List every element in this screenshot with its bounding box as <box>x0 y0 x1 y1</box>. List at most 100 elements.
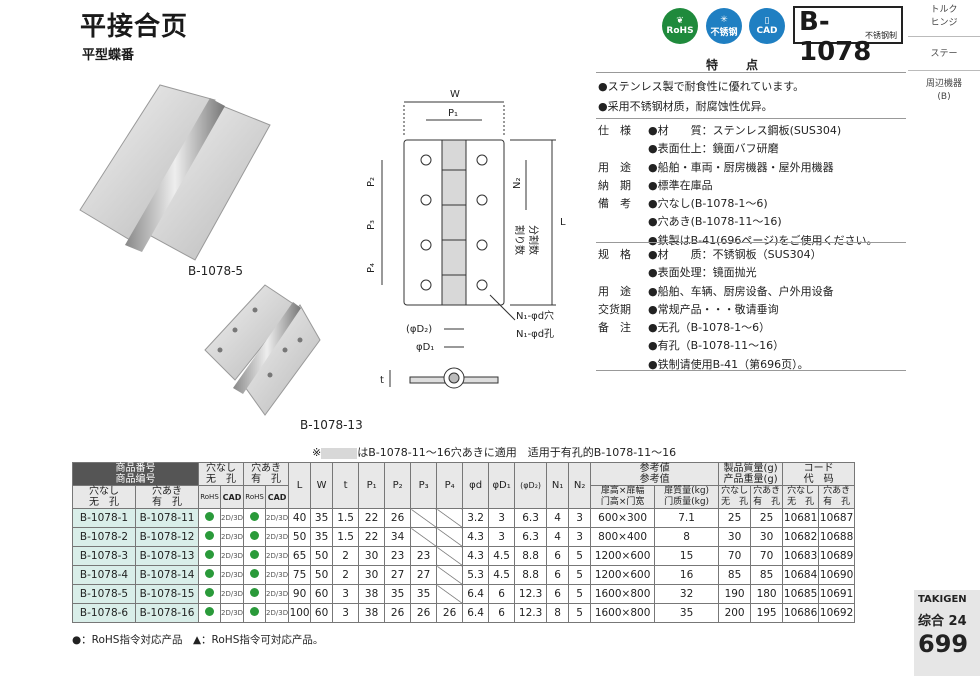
dim-p1-label: P₁ <box>448 108 458 119</box>
dim-w-label: W <box>450 89 460 100</box>
th-rohs-1: RoHS <box>198 485 221 509</box>
cad-link-cell[interactable]: 2D/3D <box>219 603 245 623</box>
hinge-photo-small <box>204 284 321 416</box>
value-cell-kg: 15 <box>654 546 720 566</box>
spec-label <box>598 264 648 282</box>
part-no-cell: B-1078-4 <box>72 565 136 585</box>
cad-link-cell[interactable]: 2D/3D <box>265 603 290 623</box>
rohs-cell <box>198 603 221 623</box>
value-cell-c2: 10690 <box>818 565 856 585</box>
note-swatch <box>321 447 358 459</box>
value-cell-m2: 70 <box>750 546 784 566</box>
spec-value: ●船舶・車両・厨房機器・屋外用機器 <box>648 160 834 174</box>
th-d: φd <box>462 462 490 509</box>
page-title: 平接合页 <box>80 12 189 42</box>
value-cell-w: 50 <box>310 546 334 566</box>
spec-label <box>598 356 648 374</box>
value-cell-p1: 38 <box>358 603 386 623</box>
rohs-cell <box>243 508 267 528</box>
rohs-dot-icon <box>250 588 260 597</box>
value-cell-n1: 8 <box>546 603 570 623</box>
rohs-dot-icon <box>205 531 214 540</box>
cad-link-cell[interactable]: 2D/3D <box>219 565 245 585</box>
cad-link-cell[interactable]: 2D/3D <box>219 584 245 604</box>
legend: ●：RoHS指令対応产品 ▲：RoHS指令可対応产品。 <box>72 634 324 646</box>
value-cell-d2: 8.8 <box>514 565 548 585</box>
value-cell-c1: 10685 <box>782 584 820 604</box>
rohs-cell <box>243 603 267 623</box>
cad-link-cell[interactable]: 2D/3D <box>265 508 290 528</box>
value-cell-d2: 12.3 <box>514 584 548 604</box>
value-cell-d: 4.3 <box>462 527 490 547</box>
side-nav-peripheral[interactable]: 周辺機器 (B) <box>925 79 962 102</box>
spec-label: 納 期 <box>598 178 631 192</box>
spec-value: ●常规产品・・・敬请垂询 <box>648 302 779 316</box>
value-cell-m1: 25 <box>718 508 752 528</box>
rohs-cell <box>198 565 221 585</box>
divider <box>596 370 906 371</box>
side-nav-stay[interactable]: ステー <box>930 49 958 59</box>
value-cell-l: 65 <box>288 546 312 566</box>
rohs-cell <box>243 565 267 585</box>
value-cell-p4 <box>436 565 464 585</box>
value-cell-p3 <box>410 508 438 528</box>
hole-cn-label: N₁-φd孔 <box>516 328 554 340</box>
value-cell-d1: 4.5 <box>488 546 516 566</box>
value-cell-p2: 26 <box>384 508 412 528</box>
value-cell-p2: 34 <box>384 527 412 547</box>
spec-label: 用 途 <box>598 284 631 298</box>
divider <box>596 242 906 243</box>
split-cn-label: 分割数 <box>527 225 540 255</box>
cad-link-cell[interactable]: 2D/3D <box>265 565 290 585</box>
product-code-box: B-1078 不锈钢制 <box>793 6 903 67</box>
cad-link-cell[interactable]: 2D/3D <box>265 546 290 566</box>
spec-row: 交货期●常规产品・・・敬请垂询 <box>598 301 834 319</box>
cad-link-cell[interactable]: 2D/3D <box>265 527 290 547</box>
value-cell-d: 6.4 <box>462 584 490 604</box>
spec-value: ●穴あき(B-1078-11〜16) <box>648 215 782 229</box>
spec-row: 备 注●无孔（B-1078-1〜6） <box>598 319 834 337</box>
value-cell-p1: 22 <box>358 508 386 528</box>
cad-link-cell[interactable]: 2D/3D <box>219 546 245 566</box>
spec-row: ●穴あき(B-1078-11〜16) <box>598 213 877 231</box>
divider <box>596 72 906 73</box>
feature-bullet: ●ステンレス製で耐食性に優れています。 <box>598 80 805 93</box>
side-divider <box>908 70 980 71</box>
value-cell-d1: 3 <box>488 527 516 547</box>
rohs-dot-icon <box>250 531 260 540</box>
cad-link-cell[interactable]: 2D/3D <box>219 508 245 528</box>
spec-row: ●铁制请使用B-41（第696页）。 <box>598 356 834 374</box>
value-cell-p2: 26 <box>384 603 412 623</box>
value-cell-t: 1.5 <box>332 508 360 528</box>
part-no-cell: B-1078-11 <box>135 508 199 528</box>
part-no-cell: B-1078-1 <box>72 508 136 528</box>
value-cell-c2: 10692 <box>818 603 856 623</box>
dim-t-label: t <box>380 375 384 386</box>
photo-label: B-1078-13 <box>300 418 363 432</box>
value-cell-n1: 6 <box>546 546 570 566</box>
cad-link-cell[interactable]: 2D/3D <box>219 527 245 547</box>
part-no-cell: B-1078-13 <box>135 546 199 566</box>
rohs-cell <box>198 546 221 566</box>
part-no-cell: B-1078-16 <box>135 603 199 623</box>
value-cell-n1: 6 <box>546 565 570 585</box>
value-cell-p2: 35 <box>384 584 412 604</box>
side-nav-torque-hinge[interactable]: トルク ヒンジ <box>930 5 958 28</box>
value-cell-d: 3.2 <box>462 508 490 528</box>
th-l: L <box>288 462 312 509</box>
page-subtitle: 平型蝶番 <box>82 48 135 63</box>
value-cell-m1: 70 <box>718 546 752 566</box>
value-cell-c1: 10686 <box>782 603 820 623</box>
th-cad-1: CAD <box>219 485 245 509</box>
th-code: コード 代 码 <box>782 462 856 486</box>
spec-label: 规 格 <box>598 248 631 261</box>
value-cell-c2: 10688 <box>818 527 856 547</box>
cad-link-cell[interactable]: 2D/3D <box>265 584 290 604</box>
rohs-cell <box>243 584 267 604</box>
divider <box>596 118 906 119</box>
part-no-cell: B-1078-6 <box>72 603 136 623</box>
